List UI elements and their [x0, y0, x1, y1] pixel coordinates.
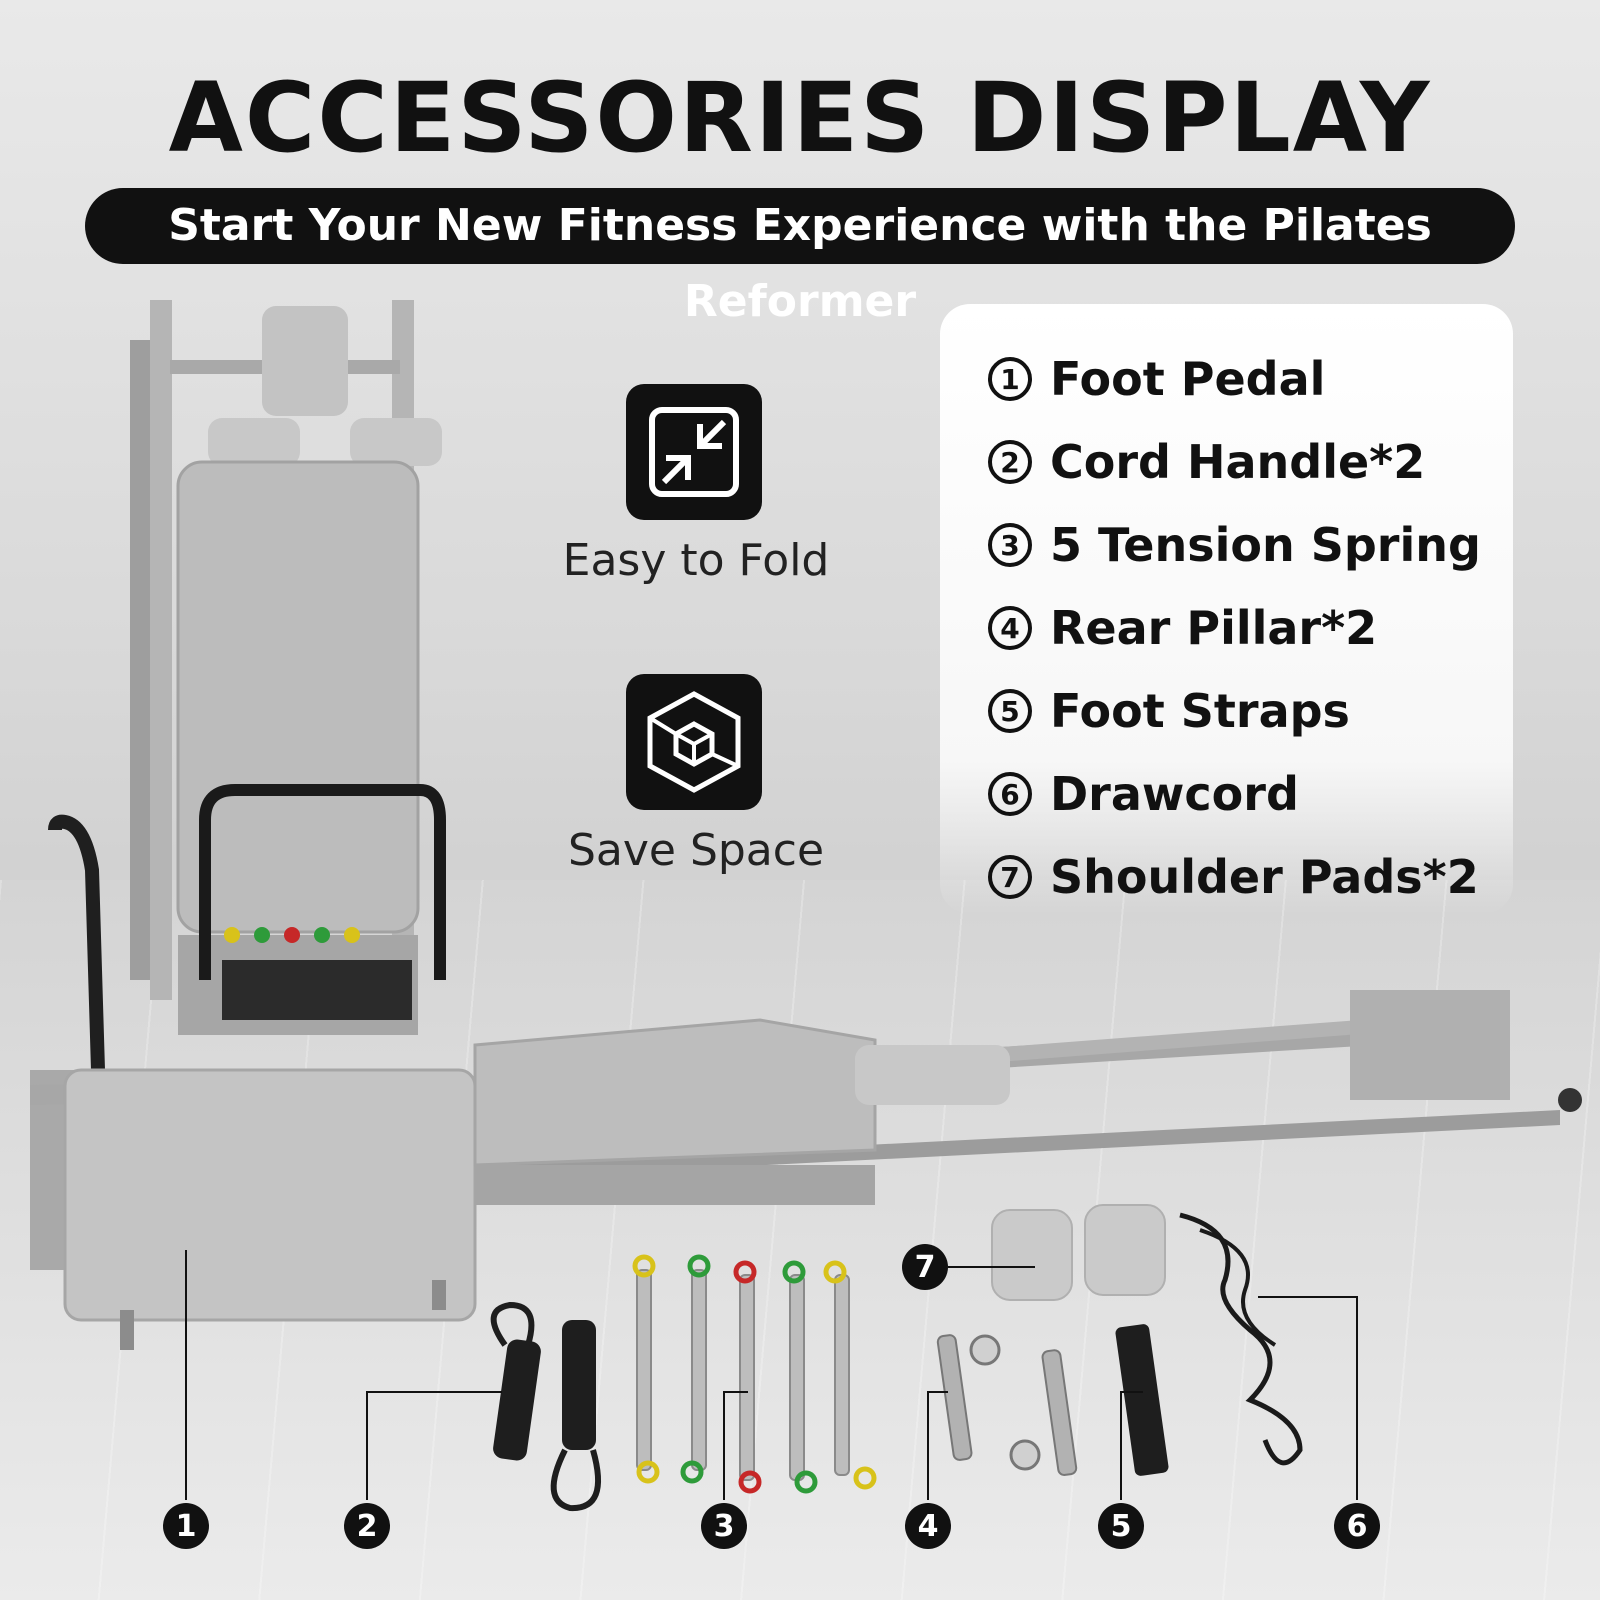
page-title: ACCESSORIES DISPLAY: [168, 62, 1432, 174]
callout-6: 6: [1334, 1503, 1380, 1549]
subtitle-banner: Start Your New Fitness Experience with t…: [85, 188, 1515, 327]
drawcord: [1179, 1212, 1303, 1466]
cord-handles: [490, 1301, 602, 1512]
shoulder-pads: [991, 1204, 1166, 1301]
rear-pillars: [936, 1334, 1078, 1476]
space-feature-label: Save Space: [567, 825, 825, 876]
space-feature-icon-box: [626, 674, 762, 810]
folded-reformer: [130, 300, 446, 1035]
callout-1: 1: [163, 1503, 209, 1549]
tension-springs: [632, 1254, 877, 1494]
foot-straps: [1115, 1324, 1169, 1476]
fold-arrows-icon: [649, 407, 739, 497]
callout-7: 7: [902, 1244, 948, 1290]
callout-2: 2: [344, 1503, 390, 1549]
fold-feature-icon-box: [626, 384, 762, 520]
flat-reformer: [30, 814, 1582, 1350]
callout-4: 4: [905, 1503, 951, 1549]
callout-3: 3: [701, 1503, 747, 1549]
callout-5: 5: [1098, 1503, 1144, 1549]
cube-space-icon: [647, 691, 741, 793]
fold-feature-label: Easy to Fold: [562, 535, 830, 586]
